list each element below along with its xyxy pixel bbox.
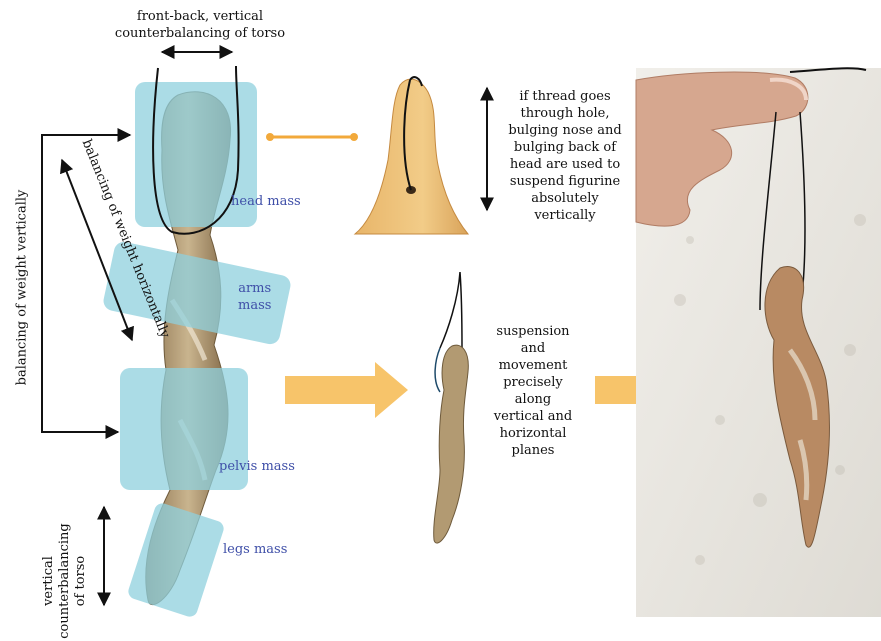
arms-mass-label: arms mass <box>238 280 271 314</box>
arms-mass-line1: arms <box>238 280 271 297</box>
top-caption: front-back, vertical counterbalancing of… <box>105 8 295 42</box>
legs-mass-box <box>126 501 225 617</box>
thread-note: if thread goes through hole, bulging nos… <box>500 88 630 224</box>
suspension-note-line: suspension <box>478 323 588 340</box>
thread-note-line: through hole, <box>500 105 630 122</box>
diagram-graphics <box>0 0 881 617</box>
thread-note-line: bulging back of <box>500 139 630 156</box>
suspension-note-line: horizontal <box>478 425 588 442</box>
pelvis-mass-label: pelvis mass <box>219 459 295 474</box>
top-caption-line1: front-back, vertical <box>105 8 295 25</box>
suspension-note-line: and <box>478 340 588 357</box>
legs-mass-label: legs mass <box>223 542 287 557</box>
arms-mass-line2: mass <box>238 297 271 314</box>
big-arrow-1 <box>285 362 408 418</box>
thread-note-line: absolutely <box>500 190 630 207</box>
vertical-counter-line1: vertical <box>41 521 57 641</box>
thread-note-line: suspend figurine <box>500 173 630 190</box>
suspension-note-line: along <box>478 391 588 408</box>
thread-note-line: bulging nose and <box>500 122 630 139</box>
diagram-canvas: front-back, vertical counterbalancing of… <box>0 0 881 617</box>
vertical-counter-label: vertical counterbalancing of torso <box>41 521 89 641</box>
connector-dot-left <box>266 133 274 141</box>
vertical-counter-line3: of torso <box>73 521 89 641</box>
photo-suspended-figurine <box>636 68 881 617</box>
thread-note-line: vertically <box>500 207 630 224</box>
small-figurine <box>434 272 469 543</box>
suspension-note-line: vertical and <box>478 408 588 425</box>
thread-note-line: if thread goes <box>500 88 630 105</box>
suspension-note-line: planes <box>478 442 588 459</box>
suspension-note-line: movement <box>478 357 588 374</box>
suspension-note-line: precisely <box>478 374 588 391</box>
vertical-counter-line2: counterbalancing <box>57 521 73 641</box>
connector-dot-right <box>350 133 358 141</box>
head-mass-label: head mass <box>231 194 301 209</box>
top-caption-line2: counterbalancing of torso <box>105 25 295 42</box>
balance-vertical-label: balancing of weight vertically <box>15 168 30 408</box>
suspension-note: suspension and movement precisely along … <box>478 323 588 459</box>
head-closeup <box>355 77 468 234</box>
thread-note-line: head are used to <box>500 156 630 173</box>
